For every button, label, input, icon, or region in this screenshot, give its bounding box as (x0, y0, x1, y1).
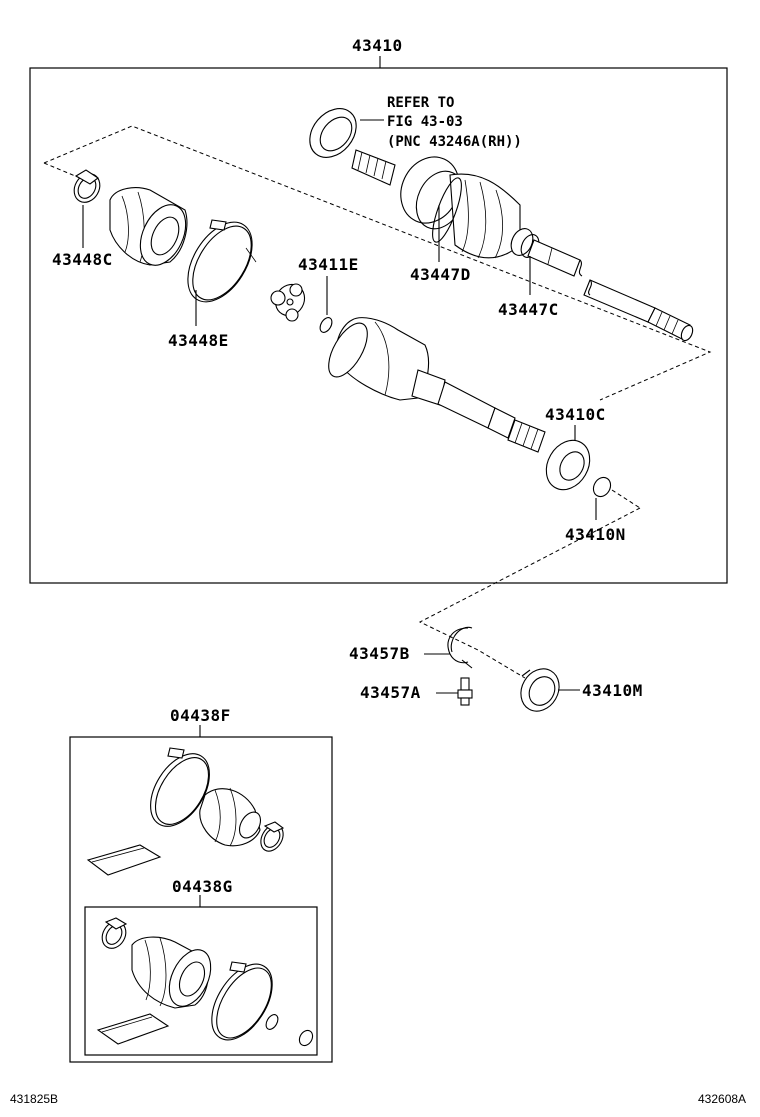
kit-f-grease-pack-drawing (86, 844, 162, 876)
bearing-drawing (545, 439, 591, 491)
bracket-dashed-guide (418, 507, 641, 679)
label-43447D[interactable]: 43447D (410, 265, 471, 284)
inner-joint-shaft-drawing (328, 317, 546, 453)
label-04438G[interactable]: 04438G (172, 877, 233, 896)
refer-note-line3: (PNC 43246A(RH)) (387, 134, 522, 150)
kit-f-clamp-small-drawing (260, 821, 285, 852)
main-assembly-frame (29, 67, 728, 584)
boot-kit-outer-frame (69, 736, 333, 1063)
exploded-view-boundary-left (43, 162, 81, 179)
ring-dash-leader (611, 489, 641, 509)
main-assembly-label[interactable]: 43410 (352, 36, 403, 55)
oil-seal-drawing (309, 108, 357, 158)
label-43448E[interactable]: 43448E (168, 331, 229, 350)
label-43410M[interactable]: 43410M (582, 681, 643, 700)
inner-boot-drawing (109, 187, 188, 266)
footer-right-code: 432608A (698, 1092, 746, 1106)
boot-clamp-small-drawing (73, 169, 101, 203)
kit-f-clamp-large-drawing (150, 747, 210, 827)
bolt-drawing (457, 677, 473, 706)
label-04438F[interactable]: 04438F (170, 706, 231, 725)
label-43448C[interactable]: 43448C (52, 250, 113, 269)
snap-ring-drawing (319, 317, 333, 333)
footer-left-code: 431825B (10, 1092, 58, 1106)
label-43410C[interactable]: 43410C (545, 405, 606, 424)
label-43411E[interactable]: 43411E (298, 255, 359, 274)
label-43457B[interactable]: 43457B (349, 644, 410, 663)
bearing-bracket-drawing (520, 668, 560, 712)
refer-note-line2: FIG 43-03 (387, 114, 463, 130)
boot-kit-inner-frame (84, 906, 318, 1056)
refer-note-line1: REFER TO (387, 95, 454, 111)
label-43457A[interactable]: 43457A (360, 683, 421, 702)
kit-g-boot-drawing (131, 936, 212, 1009)
ring-drawing (592, 476, 612, 498)
outer-shaft-drawing (351, 149, 694, 342)
kit-f-boot-drawing (199, 787, 262, 847)
kit-g-snap-ring-drawing (265, 1014, 314, 1047)
label-43410N[interactable]: 43410N (565, 525, 626, 544)
label-43447C[interactable]: 43447C (498, 300, 559, 319)
retainer-clip-drawing (447, 626, 473, 669)
kit-g-clamp-small-drawing (101, 917, 128, 949)
kit-g-clamp-large-drawing (211, 961, 273, 1041)
tripod-joint-drawing (270, 283, 306, 322)
boot-clamp-large-drawing (187, 219, 257, 303)
kit-g-grease-pack-drawing (96, 1013, 170, 1045)
